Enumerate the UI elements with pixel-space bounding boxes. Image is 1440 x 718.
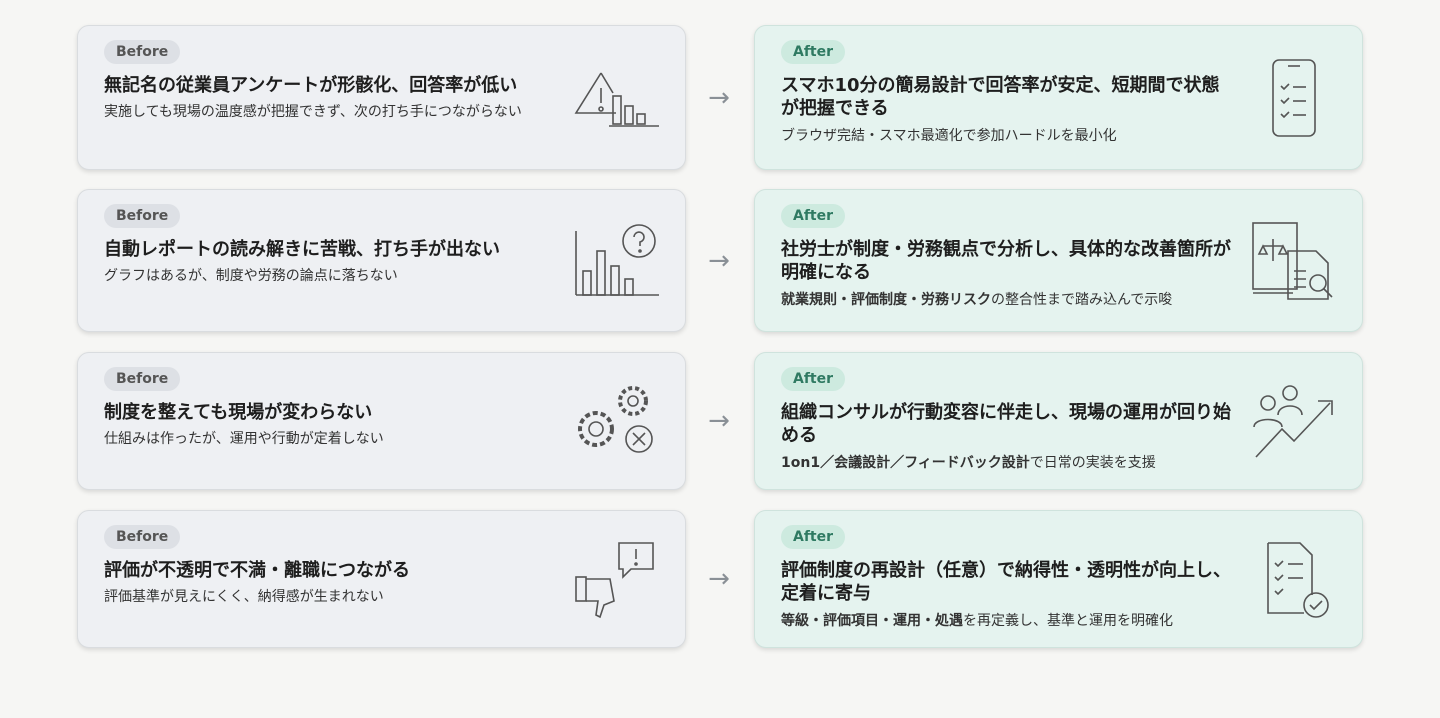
before-badge: Before bbox=[104, 367, 181, 391]
after-description: 1on1／会議設計／フィードバック設計で日常の実装を支援 bbox=[781, 454, 1231, 474]
arrow-icon: → bbox=[708, 82, 730, 113]
arrow-icon: → bbox=[708, 406, 730, 436]
after-description-text: ブラウザ完結・スマホ最適化で参加ハードルを最小化 bbox=[781, 127, 1117, 144]
before-card: Before 制度を整えても現場が変わらない 仕組みは作ったが、運用や行動が定着… bbox=[77, 352, 686, 490]
law-book-search-icon bbox=[1252, 221, 1333, 300]
after-description: 等級・評価項目・運用・処遇を再定義し、基準と運用を明確化 bbox=[781, 612, 1231, 632]
after-title: スマホ10分の簡易設計で回答率が安定、短期間で状態が把握できる bbox=[781, 75, 1220, 120]
before-title: 自動レポートの読み解きに苦戦、打ち手が出ない bbox=[104, 239, 500, 260]
thumbs-down-alert-icon bbox=[575, 542, 654, 619]
arrow-icon: → bbox=[708, 564, 730, 594]
warning-chart-icon bbox=[574, 72, 659, 127]
after-description-bold: 等級・評価項目・運用・処遇 bbox=[781, 612, 963, 629]
before-card: Before 自動レポートの読み解きに苦戦、打ち手が出ない グラフはあるが、制度… bbox=[77, 189, 686, 332]
after-description-text: で日常の実装を支援 bbox=[1029, 454, 1156, 471]
arrow-icon: → bbox=[708, 245, 730, 276]
after-badge: After bbox=[781, 40, 846, 64]
before-card: Before 無記名の従業員アンケートが形骸化、回答率が低い 実施しても現場の温… bbox=[77, 25, 686, 170]
bar-chart-question-icon bbox=[575, 223, 659, 296]
before-title: 制度を整えても現場が変わらない bbox=[104, 402, 373, 423]
after-card: After 社労士が制度・労務観点で分析し、具体的な改善箇所が明確になる 就業規… bbox=[754, 189, 1363, 332]
before-description: 評価基準が見えにくく、納得感が生まれない bbox=[104, 589, 384, 606]
comparison-row-4: Before 評価が不透明で不満・離職につながる 評価基準が見えにくく、納得感が… bbox=[77, 510, 1363, 648]
before-description: 実施しても現場の温度感が把握できず、次の打ち手につながらない bbox=[104, 104, 522, 121]
after-description: 就業規則・評価制度・労務リスクの整合性まで踏み込んで示唆 bbox=[781, 291, 1231, 311]
after-description: ブラウザ完結・スマホ最適化で参加ハードルを最小化 bbox=[781, 127, 1231, 147]
after-description-text: の整合性まで踏み込んで示唆 bbox=[991, 291, 1173, 308]
checklist-approved-icon bbox=[1267, 542, 1329, 618]
after-badge: After bbox=[781, 525, 846, 549]
smartphone-checklist-icon bbox=[1272, 58, 1316, 137]
after-badge: After bbox=[781, 367, 846, 391]
after-title: 組織コンサルが行動変容に伴走し、現場の運用が回り始める bbox=[781, 402, 1231, 447]
before-description: グラフはあるが、制度や労務の論点に落ちない bbox=[104, 268, 398, 285]
before-card: Before 評価が不透明で不満・離職につながる 評価基準が見えにくく、納得感が… bbox=[77, 510, 686, 648]
after-card: After 評価制度の再設計（任意）で納得性・透明性が向上し、定着に寄与 等級・… bbox=[754, 510, 1363, 648]
before-badge: Before bbox=[104, 525, 181, 549]
comparison-row-3: Before 制度を整えても現場が変わらない 仕組みは作ったが、運用や行動が定着… bbox=[77, 352, 1363, 490]
gears-cancel-icon bbox=[578, 386, 653, 453]
before-title: 無記名の従業員アンケートが形骸化、回答率が低い bbox=[104, 75, 518, 96]
comparison-row-2: Before 自動レポートの読み解きに苦戦、打ち手が出ない グラフはあるが、制度… bbox=[77, 189, 1363, 332]
after-description-bold: 1on1／会議設計／フィードバック設計 bbox=[781, 454, 1030, 471]
before-title: 評価が不透明で不満・離職につながる bbox=[104, 560, 410, 581]
after-card: After スマホ10分の簡易設計で回答率が安定、短期間で状態が把握できる ブラ… bbox=[754, 25, 1363, 170]
after-title: 評価制度の再設計（任意）で納得性・透明性が向上し、定着に寄与 bbox=[781, 560, 1231, 605]
comparison-row-1: Before 無記名の従業員アンケートが形骸化、回答率が低い 実施しても現場の温… bbox=[77, 25, 1363, 170]
after-card: After 組織コンサルが行動変容に伴走し、現場の運用が回り始める 1on1／会… bbox=[754, 352, 1363, 490]
before-badge: Before bbox=[104, 40, 181, 64]
after-description-text: を再定義し、基準と運用を明確化 bbox=[963, 612, 1173, 629]
after-title: 社労士が制度・労務観点で分析し、具体的な改善箇所が明確になる bbox=[781, 239, 1231, 284]
team-growth-icon bbox=[1253, 385, 1333, 458]
after-badge: After bbox=[781, 204, 846, 228]
before-description: 仕組みは作ったが、運用や行動が定着しない bbox=[104, 431, 384, 448]
before-badge: Before bbox=[104, 204, 181, 228]
after-description-bold: 就業規則・評価制度・労務リスク bbox=[781, 291, 991, 308]
